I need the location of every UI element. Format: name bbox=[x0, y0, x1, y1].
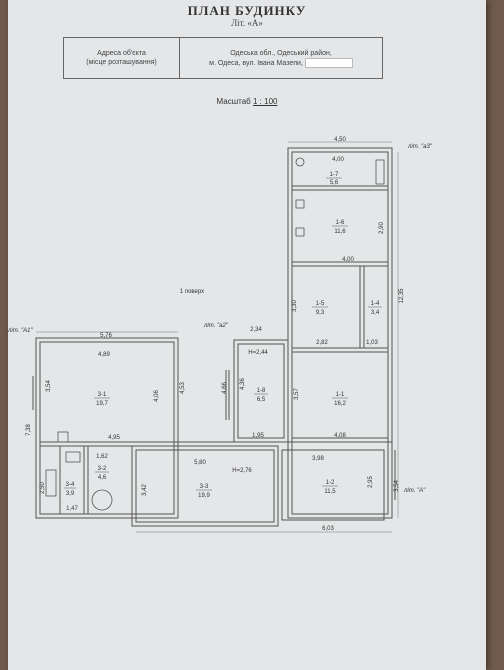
block-a-inner bbox=[291, 151, 389, 515]
bathtub-icon bbox=[375, 159, 385, 185]
dim-4-53: 4,53 bbox=[180, 382, 186, 394]
dim-1-03: 1,03 bbox=[366, 340, 378, 346]
toilet-icon bbox=[295, 157, 305, 167]
sink-icon bbox=[295, 227, 305, 237]
page-subtitle: Літ. «А» bbox=[231, 18, 263, 28]
address-value-line2: м. Одеса, вул. Івана Мазепи, bbox=[209, 57, 353, 68]
dim-7-38: 7,38 bbox=[26, 424, 32, 436]
address-value-line1: Одеська обл., Одеський район, bbox=[230, 49, 332, 57]
stair-icon bbox=[91, 489, 113, 511]
room-3-4-area: 3,9 bbox=[66, 491, 75, 497]
dim-4-00-mid: 4,00 bbox=[342, 257, 354, 263]
lit-a3-label: літ. "а3" bbox=[407, 144, 433, 150]
bathtub-icon-left bbox=[45, 469, 57, 497]
dim-3-98: 3,98 bbox=[312, 456, 324, 462]
height-h2: Н=2,76 bbox=[232, 468, 252, 474]
dim-3-54-right: 3,54 bbox=[394, 480, 400, 492]
redacted-box bbox=[304, 57, 353, 68]
plan-sheet: ПЛАН БУДИНКУ Літ. «А» Адреса об'єкта (мі… bbox=[8, 0, 486, 670]
lit-a1-label: літ. "А1" bbox=[7, 328, 33, 334]
room-1-4-area: 3,4 bbox=[371, 310, 380, 316]
room-1-8-id: 1-8 bbox=[257, 388, 266, 394]
dim-4-00-top: 4,00 bbox=[332, 157, 344, 163]
room-3-1-id: 3-1 bbox=[98, 392, 107, 398]
stove-icon bbox=[295, 199, 305, 209]
lit-a-label: літ. "А" bbox=[403, 488, 426, 494]
room-3-4-id: 3-4 bbox=[66, 482, 75, 488]
room-1-7-area: 5,6 bbox=[330, 180, 339, 186]
address-value-line2-text: м. Одеса, вул. Івана Мазепи, bbox=[209, 59, 303, 67]
page-title: ПЛАН БУДИНКУ bbox=[187, 3, 307, 18]
room-1-4-id: 1-4 bbox=[371, 301, 380, 307]
dim-2-50: 2,50 bbox=[40, 482, 46, 494]
dim-1-62: 1,62 bbox=[96, 454, 108, 460]
dim-1-47: 1,47 bbox=[66, 506, 78, 512]
height-h1: Н=2,44 bbox=[248, 350, 268, 356]
address-table: Адреса об'єкта (місце розташування) Одес… bbox=[63, 37, 383, 79]
dim-4-36: 4,36 bbox=[240, 378, 246, 390]
dim-4-06: 4,06 bbox=[154, 390, 160, 402]
dim-2-95: 2,95 bbox=[368, 476, 374, 488]
dim-3-57: 3,57 bbox=[294, 388, 300, 400]
address-label-line1: Адреса об'єкта bbox=[97, 50, 146, 57]
lit-a2-label: літ. "а2" bbox=[203, 323, 229, 329]
room-1-1-area: 16,2 bbox=[334, 401, 346, 407]
address-value-cell: Одеська обл., Одеський район, м. Одеса, … bbox=[180, 38, 382, 78]
scale-prefix: Масштаб bbox=[216, 97, 251, 106]
dim-4-08: 4,08 bbox=[334, 433, 346, 439]
dim-2-90: 2,90 bbox=[379, 222, 385, 234]
dim-12-35: 12,35 bbox=[399, 288, 405, 304]
dim-1-95: 1,95 bbox=[252, 433, 264, 439]
room-1-5-id: 1-5 bbox=[316, 301, 325, 307]
scale-label: Масштаб 1 : 100 bbox=[8, 97, 486, 106]
floor-label: 1 поверх bbox=[180, 289, 204, 295]
dim-3-54: 3,54 bbox=[46, 380, 52, 392]
dim-3-30: 3,30 bbox=[292, 300, 298, 312]
stove-icon-left bbox=[57, 431, 69, 443]
dim-3-42: 3,42 bbox=[142, 484, 148, 496]
scale-value: 1 : 100 bbox=[253, 97, 278, 106]
dim-4-95: 4,95 bbox=[108, 435, 120, 441]
room-1-5-area: 9,3 bbox=[316, 310, 325, 316]
room-1-6-area: 11,6 bbox=[334, 229, 346, 235]
room-1-6-id: 1-6 bbox=[336, 220, 345, 226]
room-3-3-area: 19,9 bbox=[198, 493, 210, 499]
room-1-1-id: 1-1 bbox=[336, 392, 345, 398]
dim-5-80: 5,80 bbox=[194, 460, 206, 466]
dim-2-34: 2,34 bbox=[250, 327, 262, 333]
room-1-2-id: 1-2 bbox=[326, 480, 335, 486]
address-label-cell: Адреса об'єкта (місце розташування) bbox=[64, 38, 180, 78]
dim-4-50: 4,50 bbox=[334, 137, 346, 143]
room-1-2-area: 11,5 bbox=[324, 489, 336, 495]
dim-4-66: 4,66 bbox=[222, 382, 228, 394]
room-3-2-area: 4,6 bbox=[98, 475, 107, 481]
room-1-8-area: 6,5 bbox=[257, 397, 266, 403]
dim-6-03: 6,03 bbox=[322, 526, 334, 532]
room-3-3-id: 3-3 bbox=[200, 484, 209, 490]
room-3-1-area: 19,7 bbox=[96, 401, 108, 407]
room-1-7-id: 1-7 bbox=[330, 172, 339, 178]
address-label-line2: (місце розташування) bbox=[86, 59, 157, 66]
dim-2-82: 2,82 bbox=[316, 340, 328, 346]
dim-5-76: 5,76 bbox=[100, 333, 112, 339]
sink-icon-left bbox=[65, 451, 81, 463]
dim-4-89: 4,89 bbox=[98, 352, 110, 358]
room-3-2-id: 3-2 bbox=[98, 466, 107, 472]
